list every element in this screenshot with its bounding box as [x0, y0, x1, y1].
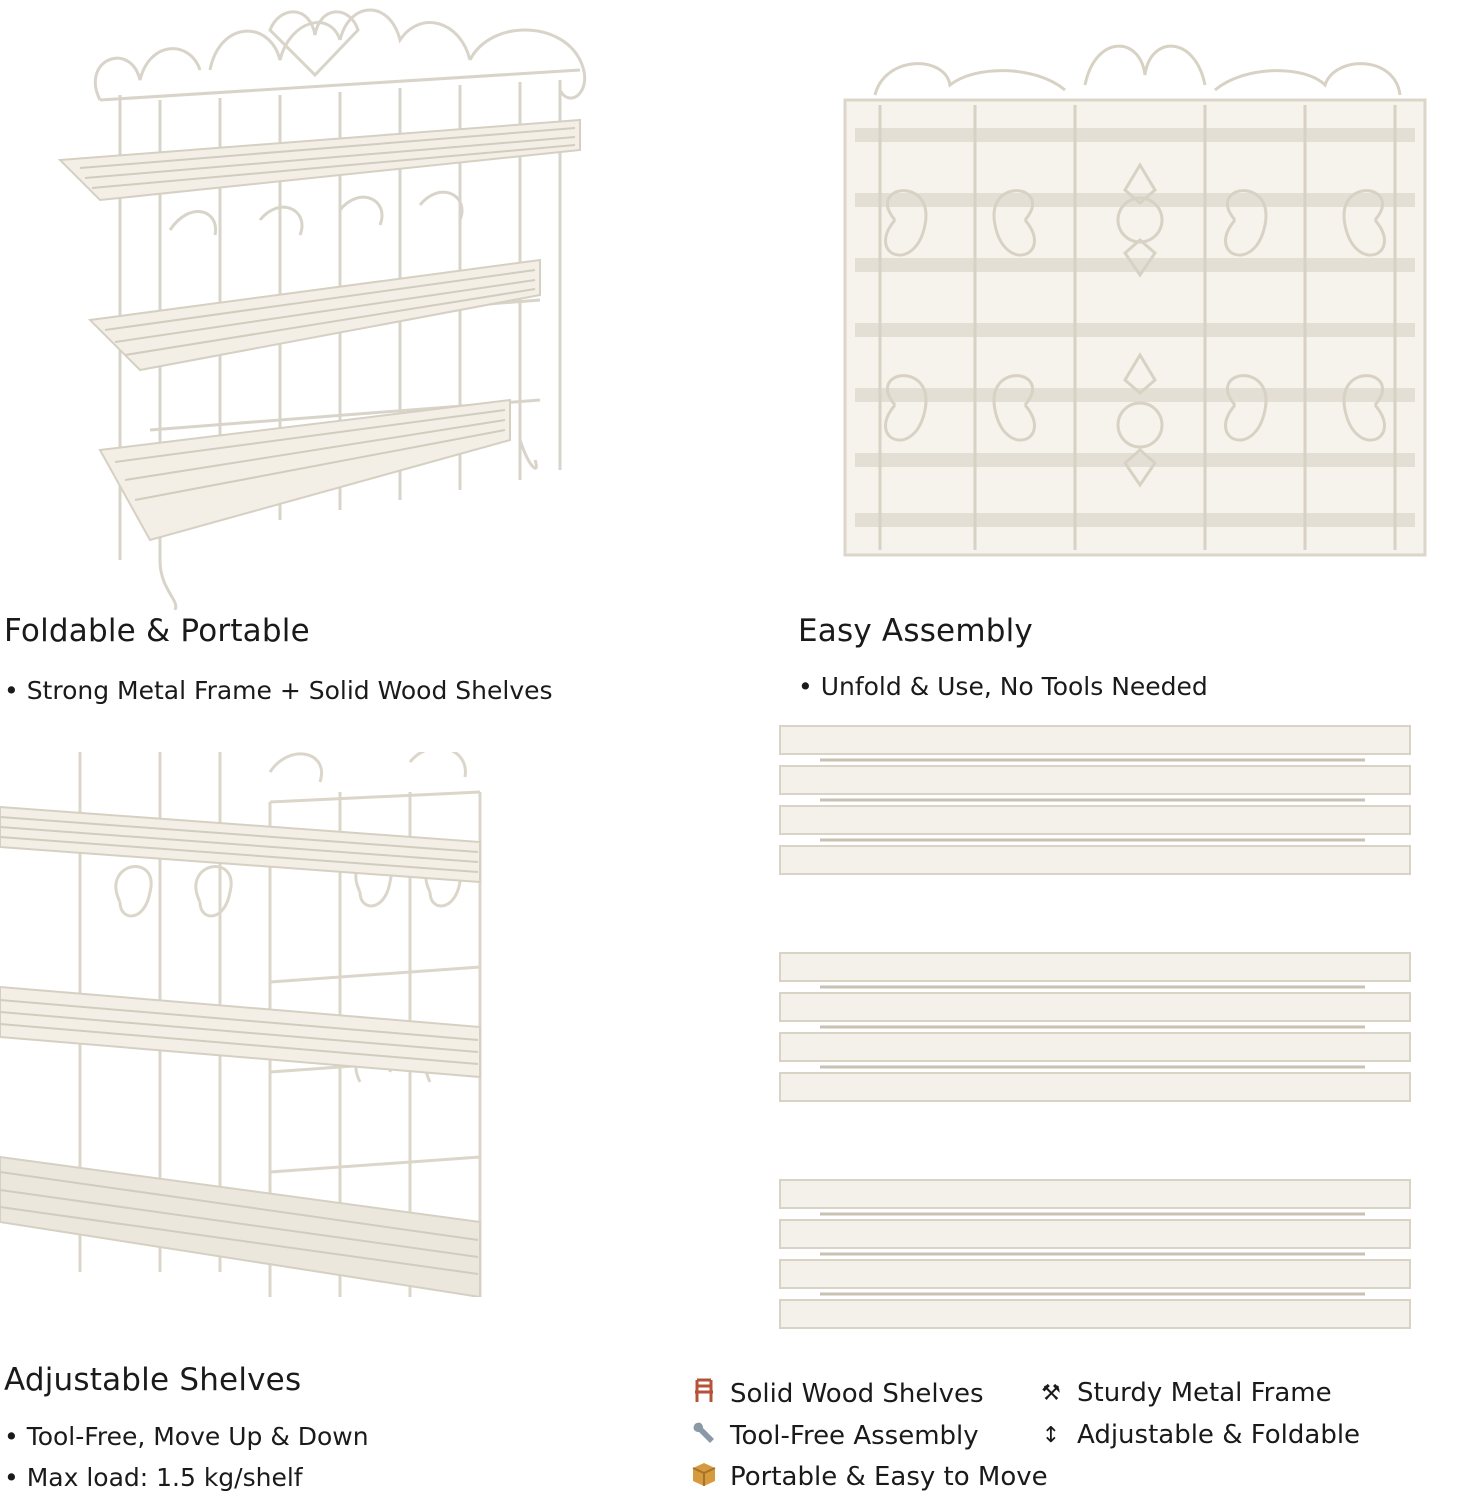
feature-label: Sturdy Metal Frame: [1077, 1378, 1332, 1408]
adjustable-bullet-max-load: • Max load: 1.5 kg/shelf: [4, 1463, 303, 1492]
shelf-board: [779, 725, 1411, 875]
tools-icon: ⚒: [1041, 1380, 1061, 1406]
assembly-heading: Easy Assembly: [798, 613, 1033, 649]
assembly-bullet: • Unfold & Use, No Tools Needed: [798, 672, 1208, 701]
feature-solid-wood: Solid Wood Shelves: [688, 1378, 984, 1410]
adjustable-heading: Adjustable Shelves: [4, 1362, 302, 1398]
assembled-shelf-photo: [40, 0, 610, 610]
adjustable-bullet-tool-free: • Tool-Free, Move Up & Down: [4, 1422, 369, 1451]
package-icon: [688, 1461, 720, 1493]
chair-icon: [688, 1378, 720, 1410]
folded-frame-photo: [775, 25, 1474, 580]
feature-adjustable: ↕ Adjustable & Foldable: [1035, 1420, 1360, 1450]
wood-shelf-boards-photo: [775, 718, 1415, 1343]
feature-metal-frame: ⚒ Sturdy Metal Frame: [1035, 1378, 1332, 1408]
wrench-icon: [688, 1420, 720, 1452]
feature-portable: Portable & Easy to Move: [688, 1461, 1048, 1493]
feature-tool-free: Tool-Free Assembly: [688, 1420, 979, 1452]
shelf-closeup-photo: [0, 752, 500, 1297]
foldable-bullet: • Strong Metal Frame + Solid Wood Shelve…: [4, 676, 553, 705]
feature-label: Portable & Easy to Move: [730, 1462, 1048, 1492]
foldable-heading: Foldable & Portable: [4, 613, 310, 649]
up-down-arrow-icon: ↕: [1041, 1422, 1061, 1448]
feature-label: Solid Wood Shelves: [730, 1379, 984, 1409]
feature-label: Tool-Free Assembly: [730, 1421, 979, 1451]
feature-label: Adjustable & Foldable: [1077, 1420, 1361, 1450]
